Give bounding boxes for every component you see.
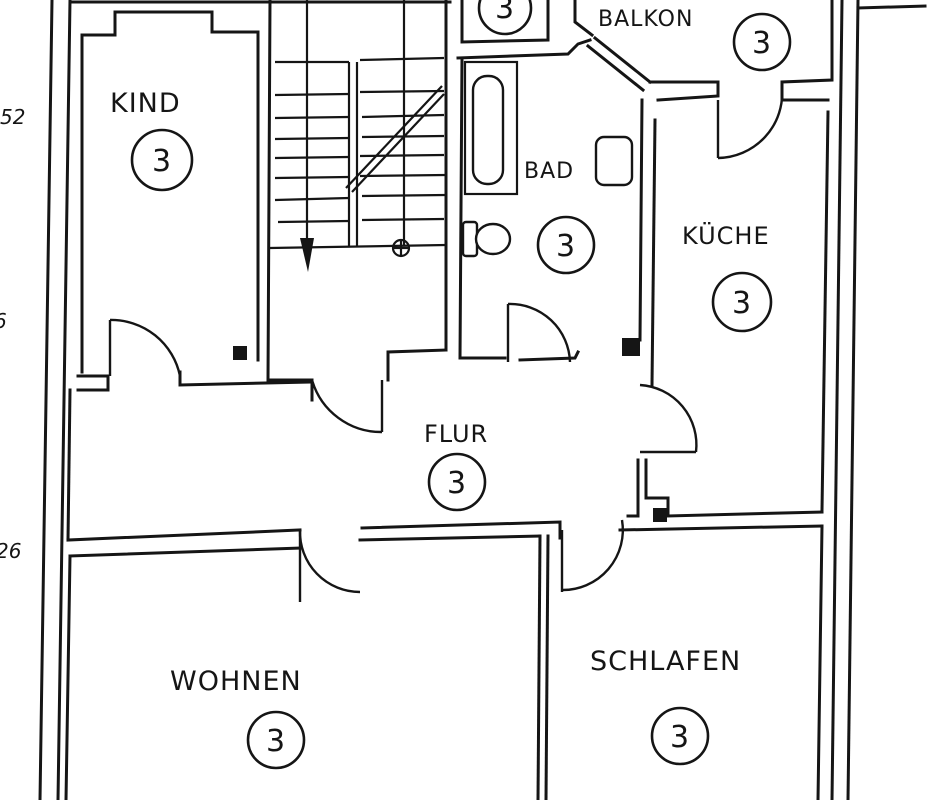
room-balkon: BALKON 3 <box>456 0 834 160</box>
room-number-bad: 3 <box>556 229 575 264</box>
margin-dimensions: 52 6 26 <box>0 105 25 563</box>
room-label-bad: BAD <box>524 159 574 184</box>
room-label-balkon: BALKON <box>598 7 693 32</box>
room-number-flur: 3 <box>447 466 466 501</box>
outer-walls <box>38 0 927 800</box>
room-number-kueche: 3 <box>732 286 751 321</box>
door-kind <box>109 318 182 377</box>
room-flur: FLUR 3 <box>66 388 640 602</box>
room-bad: BAD 3 <box>458 56 644 363</box>
room-number-balkon: 3 <box>752 26 771 61</box>
shaft-icon <box>622 338 640 356</box>
room-label-schlafen: SCHLAFEN <box>590 646 741 677</box>
toilet-icon <box>474 222 512 256</box>
room-number-kind: 3 <box>152 144 171 179</box>
room-label-kind: KIND <box>110 88 181 119</box>
stair-treads-right <box>359 56 447 222</box>
room-number-schlafen: 3 <box>670 720 689 755</box>
top-partial-number: 3 <box>495 0 514 26</box>
top-partial-room: 3 <box>460 0 550 44</box>
shaft-icon <box>233 346 247 360</box>
room-wohnen: WOHNEN 3 <box>64 534 550 800</box>
door-schlafen <box>561 519 624 592</box>
sink-icon <box>594 135 634 187</box>
dimension-label: 26 <box>0 539 21 563</box>
stair-treads-left <box>269 60 447 250</box>
door-balkon <box>717 87 784 160</box>
room-schlafen: SCHLAFEN 3 <box>590 524 824 800</box>
bathtub-frame <box>463 60 519 196</box>
room-kind: KIND 3 <box>76 10 312 392</box>
door-kueche <box>639 383 698 453</box>
room-label-kueche: KÜCHE <box>682 221 770 250</box>
room-label-wohnen: WOHNEN <box>170 666 302 697</box>
handrail <box>345 85 445 193</box>
door-bad <box>507 302 572 363</box>
arrow-down-icon <box>300 238 314 272</box>
room-number-wohnen: 3 <box>266 724 285 759</box>
bathtub-icon <box>471 74 505 186</box>
staircase <box>266 0 448 434</box>
dimension-label: 6 <box>0 309 7 333</box>
door-stair <box>310 379 383 434</box>
room-kueche: KÜCHE 3 <box>639 110 830 522</box>
dimension-label: 52 <box>0 105 25 129</box>
door-wohnen <box>298 529 361 594</box>
room-label-flur: FLUR <box>424 420 488 448</box>
shaft-icon <box>653 508 667 522</box>
